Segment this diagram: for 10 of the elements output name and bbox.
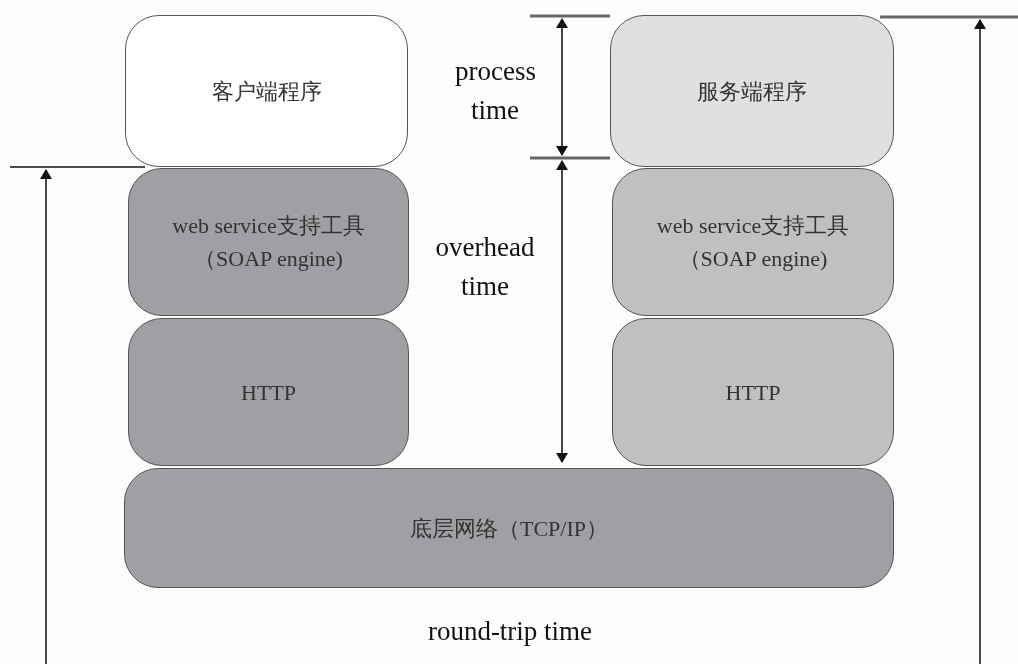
time-label: process time <box>455 55 535 128</box>
protocol-box: HTTP <box>612 318 894 466</box>
time-label: round-trip time <box>426 615 594 648</box>
protocol-box: HTTP <box>128 318 409 466</box>
program-box: 服务端程序 <box>610 15 894 167</box>
time-label: overhead time <box>434 231 536 304</box>
engine-box: web service支持工具（SOAP engine) <box>128 168 409 316</box>
engine-box: web service支持工具（SOAP engine) <box>612 168 894 316</box>
program-box: 客户端程序 <box>125 15 408 167</box>
network-box: 底层网络（TCP/IP） <box>124 468 894 588</box>
